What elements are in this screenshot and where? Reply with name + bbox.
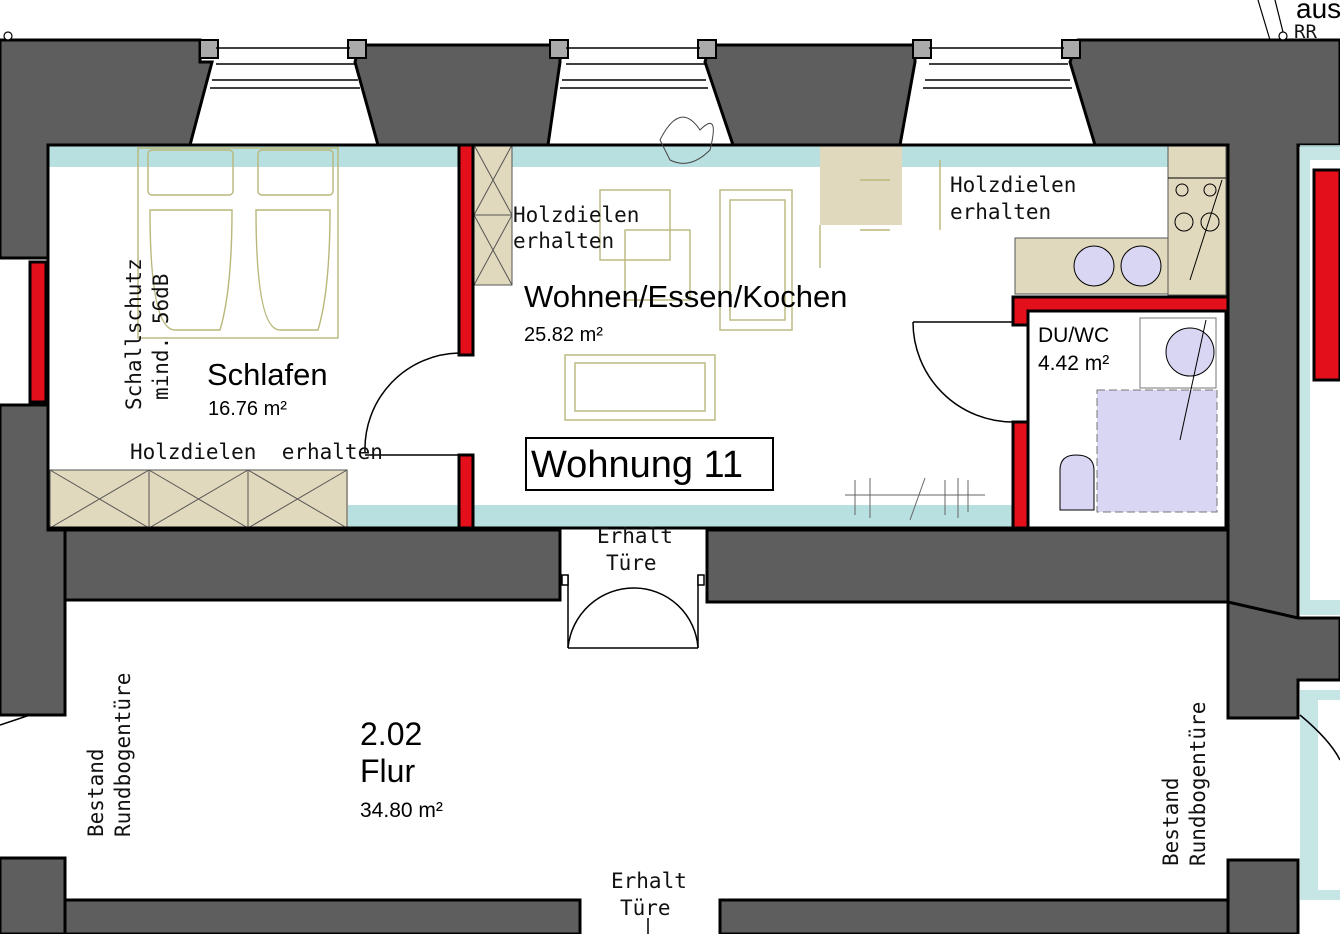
flur-name: Flur [360,753,415,789]
flur-area: 34.80 m² [360,799,443,822]
note-bestand-right-1: Bestand [1159,777,1183,866]
duwc-name: DU/WC [1038,324,1109,347]
bathroom-fixtures [1026,308,1228,530]
note-schallschutz-2: mind. 56dB [149,274,173,400]
note-bestand-left-2: Rundbogentüre [111,673,135,837]
schlafen-name: Schlafen [207,357,328,392]
schlafen-area: 16.76 m² [208,398,287,420]
note-holz-schlafen: Holzdielen erhalten [130,440,383,464]
wood-floor [49,144,1228,529]
kitchen [1073,177,1226,287]
wohnen-area: 25.82 m² [524,324,603,346]
apartment-label: Wohnung 11 [531,444,743,486]
note-schallschutz-1: Schallschutz [122,258,146,410]
note-erhalt-2a: Erhalt [611,869,687,893]
note-bestand-left-1: Bestand [84,748,108,837]
labels: Schlafen 16.76 m² Wohnen/Essen/Kochen 25… [84,0,1340,920]
note-erhalt-2b: Türe [620,896,671,920]
corner-marks [3,0,1288,41]
outer-walls [0,38,1340,934]
wohnen-name: Wohnen/Essen/Kochen [524,279,847,314]
note-holz-kueche-1: Holzdielen [950,173,1076,197]
corner-text: aus [1296,0,1340,24]
flur-number: 2.02 [360,716,422,752]
doors [0,321,1340,934]
note-erhalt-1a: Erhalt [597,524,673,548]
note-erhalt-1b: Türe [606,551,657,575]
corner-rr: RR [1294,21,1317,43]
windows [199,39,1081,89]
note-holz-wohnen-1: Holzdielen [513,203,639,227]
note-bestand-right-2: Rundbogentüre [1186,702,1210,866]
note-holz-kueche-2: erhalten [950,200,1051,224]
duwc-area: 4.42 m² [1038,352,1109,375]
note-holz-wohnen-2: erhalten [513,229,614,253]
flat-outline [46,143,1230,530]
furniture [137,116,985,521]
apartment-label-box [525,437,774,491]
